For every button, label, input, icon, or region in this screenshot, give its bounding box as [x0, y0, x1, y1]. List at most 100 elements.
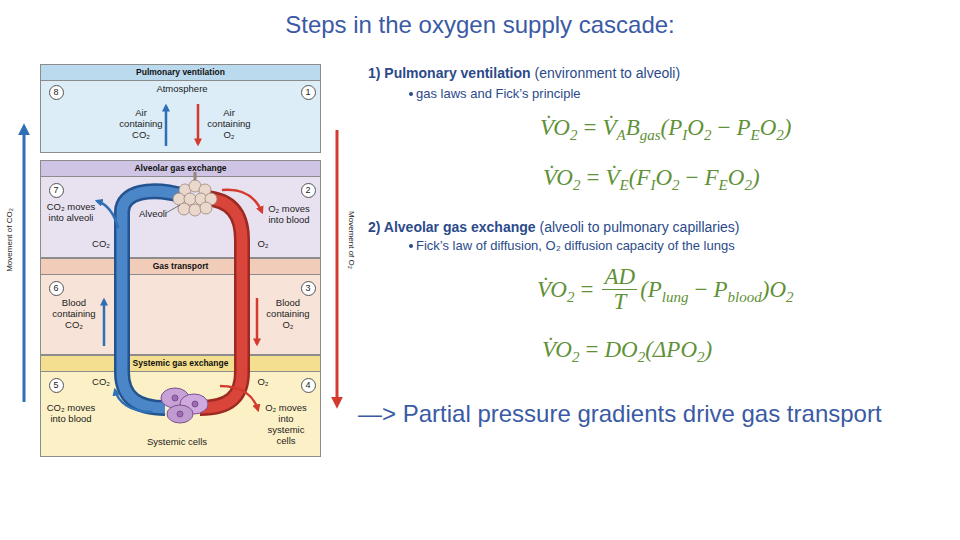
subscript: E — [719, 172, 728, 198]
figure-band: Gas transportBlood containing CO₂ Blood c… — [40, 258, 321, 355]
subscript: 2 — [638, 344, 646, 370]
subscript: I — [650, 172, 655, 198]
band-heading: Alveolar gas exchange — [41, 161, 320, 177]
math-term: P — [714, 277, 728, 303]
math-term: V̇O — [543, 165, 573, 191]
subscript: blood — [728, 284, 762, 310]
subscript: lung — [662, 284, 689, 310]
math-term: V̇O — [540, 115, 570, 141]
section-heading: 1) Pulmonary ventilation(environment to … — [368, 65, 680, 82]
denominator: T — [602, 289, 637, 314]
callout-number: 8 — [49, 85, 64, 100]
conclusion-text: —> Partial pressure gradients drive gas … — [358, 400, 882, 428]
operator: = — [583, 115, 596, 141]
math-term: (ΔPO — [645, 337, 697, 363]
operator: − — [695, 277, 708, 303]
equation: V̇O2=DO2(ΔPO2) — [542, 337, 712, 363]
bullet-text: Fick’s law of diffusion, O₂ diffusion ca… — [416, 238, 735, 253]
figure-label: CO₂ moves into blood — [45, 402, 97, 424]
equation: V̇O2=ADT(Plung−Pblood)O2 — [537, 265, 794, 314]
equation: V̇O2=V̇ABgas(PIO2−PEO2) — [540, 115, 791, 141]
band-heading: Systemic gas exchange — [41, 356, 320, 372]
figure-label: CO₂ — [86, 238, 116, 249]
subscript: I — [682, 122, 687, 148]
subscript: E — [620, 172, 629, 198]
math-term: O — [687, 115, 704, 141]
figure-label: O₂ moves into systemic cells — [263, 402, 309, 446]
section-heading: 2) Alveolar gas exchange(alveoli to pulm… — [368, 219, 740, 236]
figure-label: Alveoli — [133, 208, 173, 219]
figure-label: CO₂ — [86, 376, 116, 387]
figure-label: Air containing CO₂ — [113, 107, 169, 140]
operator: = — [585, 337, 598, 363]
math-term: P — [736, 115, 750, 141]
equation: V̇O2=V̇E(FIO2−FEO2) — [543, 165, 760, 191]
math-term: (P — [661, 115, 683, 141]
axis-label: Movement of CO₂ — [5, 208, 14, 272]
math-term: ) — [705, 337, 713, 363]
math-term: V̇ — [605, 165, 619, 191]
subscript: 2 — [697, 344, 705, 370]
section-title: 1) Pulmonary ventilation — [368, 65, 531, 81]
band-heading: Pulmonary ventilation — [41, 65, 320, 81]
figure-band: Alveolar gas exchangeCO₂ moves into alve… — [40, 160, 321, 258]
subscript: 2 — [572, 344, 580, 370]
figure-label: Atmosphere — [152, 83, 212, 94]
subscript: 2 — [776, 122, 784, 148]
operator: − — [686, 165, 699, 191]
math-term: V̇ — [602, 115, 616, 141]
figure-label: Systemic cells — [137, 436, 217, 447]
callout-number: 4 — [301, 378, 316, 393]
callout-number: 7 — [49, 183, 64, 198]
figure-band: Systemic gas exchangeCO₂ O₂ CO₂ moves into… — [40, 355, 321, 457]
operator: − — [717, 115, 730, 141]
math-term: (F — [629, 165, 651, 191]
subscript: 2 — [704, 122, 712, 148]
figure-band: Pulmonary ventilationAtmosphereAir conta… — [40, 64, 321, 153]
numerator: AD — [602, 265, 637, 289]
callout-number: 1 — [301, 85, 316, 100]
section-scope: (environment to alveoli) — [535, 65, 681, 81]
figure-label: O₂ — [248, 376, 278, 387]
bullet-dot — [409, 244, 413, 248]
operator: = — [586, 165, 599, 191]
subscript: A — [617, 122, 626, 148]
math-term: B — [626, 115, 640, 141]
bullet-text: gas laws and Fick’s principle — [416, 86, 581, 101]
figure-label: Blood containing O₂ — [261, 297, 315, 330]
subscript: 2 — [570, 122, 578, 148]
callout-number: 5 — [49, 378, 64, 393]
subscript: 2 — [573, 172, 581, 198]
math-term: V̇O — [542, 337, 572, 363]
figure-label: Air containing O₂ — [204, 107, 254, 140]
math-term: DO — [604, 337, 637, 363]
co2-movement-arrow — [23, 128, 26, 402]
subscript: gas — [640, 122, 661, 148]
figure-label: CO₂ moves into alveoli — [45, 201, 97, 223]
operator: = — [580, 277, 593, 303]
axis-label: Movement of O₂ — [347, 211, 356, 269]
math-term: (P — [640, 277, 662, 303]
math-term: V̇O — [537, 277, 567, 303]
subscript: 2 — [567, 284, 575, 310]
math-term: )O — [762, 277, 786, 303]
subscript: 2 — [786, 284, 794, 310]
section-title: 2) Alveolar gas exchange — [368, 219, 536, 235]
fraction: ADT — [602, 265, 637, 314]
band-heading: Gas transport — [41, 259, 320, 275]
math-term: O — [760, 115, 777, 141]
figure-label: O₂ moves into blood — [263, 203, 315, 225]
subscript: 2 — [672, 172, 680, 198]
subscript: E — [751, 122, 760, 148]
figure-label: Blood containing CO₂ — [47, 297, 101, 330]
figure-label: O₂ — [248, 238, 278, 249]
section-scope: (alveoli to pulmonary capillaries) — [540, 219, 740, 235]
math-term: ) — [752, 165, 760, 191]
bullet-dot — [409, 92, 413, 96]
subscript: 2 — [744, 172, 752, 198]
callout-number: 3 — [301, 281, 316, 296]
math-term: O — [728, 165, 745, 191]
slide-title: Steps in the oxygen supply cascade: — [0, 11, 960, 39]
callout-number: 6 — [49, 281, 64, 296]
